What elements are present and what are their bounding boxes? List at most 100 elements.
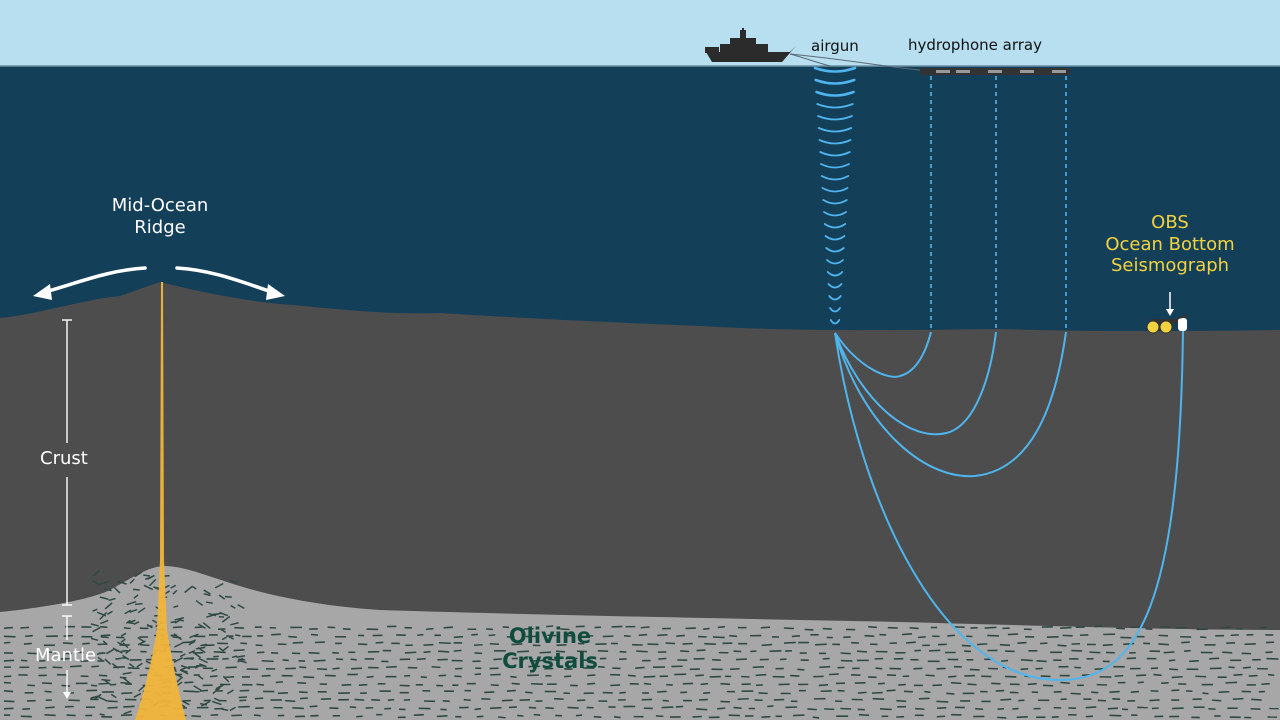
olivine-crystal bbox=[455, 668, 462, 669]
olivine-crystal bbox=[120, 683, 128, 684]
olivine-crystal bbox=[858, 709, 865, 710]
olivine-crystal bbox=[1169, 660, 1175, 661]
olivine-crystal bbox=[1184, 651, 1191, 652]
olivine-crystal bbox=[1243, 667, 1251, 668]
olivine-crystal bbox=[490, 708, 501, 709]
olivine-crystal bbox=[718, 627, 725, 628]
olivine-crystal bbox=[750, 651, 756, 652]
olivine-crystal bbox=[1103, 645, 1113, 646]
olivine-crystal bbox=[663, 700, 669, 701]
olivine-crystal bbox=[464, 700, 471, 701]
mid-ocean-ridge-line-2: Ridge bbox=[95, 217, 225, 239]
olivine-crystal bbox=[421, 677, 427, 678]
olivine-crystal bbox=[1001, 661, 1008, 662]
obs-label-line-2: Ocean Bottom bbox=[1095, 234, 1245, 256]
olivine-crystal bbox=[924, 692, 930, 693]
olivine-crystal bbox=[443, 701, 450, 702]
olivine-crystal bbox=[1110, 715, 1122, 716]
olivine-crystal bbox=[300, 698, 308, 699]
olivine-crystal bbox=[657, 635, 667, 636]
olivine-crystal bbox=[1037, 661, 1047, 662]
olivine-crystal bbox=[454, 676, 461, 677]
olivine-crystal bbox=[143, 575, 150, 576]
olivine-crystal bbox=[819, 667, 830, 668]
olivine-crystal bbox=[82, 643, 89, 644]
olivine-label-line-1: Olivine bbox=[480, 624, 620, 649]
olivine-crystal bbox=[929, 650, 940, 651]
olivine-crystal bbox=[819, 685, 828, 686]
olivine-crystal bbox=[454, 637, 463, 638]
olivine-crystal bbox=[1057, 645, 1066, 646]
olivine-label-line-2: Crystals bbox=[480, 649, 620, 674]
olivine-crystal bbox=[332, 668, 339, 669]
olivine-crystal bbox=[1115, 676, 1124, 677]
olivine-crystal bbox=[975, 709, 983, 710]
olivine-crystal bbox=[918, 637, 926, 638]
olivine-crystal bbox=[1123, 644, 1134, 645]
olivine-crystal bbox=[183, 691, 195, 692]
olivine-crystal bbox=[713, 637, 725, 638]
olivine-crystal bbox=[762, 645, 772, 646]
olivine-crystal bbox=[1181, 642, 1190, 643]
olivine-crystal bbox=[641, 627, 650, 628]
olivine-crystal bbox=[107, 707, 117, 708]
olivine-crystal bbox=[951, 683, 961, 684]
olivine-crystal bbox=[761, 627, 770, 628]
olivine-crystal bbox=[1233, 699, 1244, 700]
olivine-crystal bbox=[239, 697, 247, 698]
olivine-crystal bbox=[113, 667, 125, 668]
olivine-crystal bbox=[1095, 626, 1103, 627]
olivine-crystal bbox=[948, 676, 956, 677]
olivine-crystal bbox=[644, 676, 656, 677]
olivine-crystal bbox=[736, 659, 747, 660]
olivine-crystal bbox=[1000, 699, 1011, 700]
olivine-crystal bbox=[1195, 676, 1206, 677]
olivine-crystal bbox=[343, 629, 351, 630]
olivine-crystal bbox=[1212, 700, 1221, 701]
olivine-crystal bbox=[857, 651, 867, 652]
olivine-crystal bbox=[793, 715, 805, 716]
olivine-crystal bbox=[614, 717, 621, 718]
olivine-crystal bbox=[936, 701, 948, 702]
olivine-crystal bbox=[359, 685, 367, 686]
olivine-crystal bbox=[902, 634, 912, 635]
olivine-crystal bbox=[386, 667, 397, 668]
olivine-crystal bbox=[1251, 699, 1261, 700]
olivine-crystal bbox=[4, 691, 13, 692]
olivine-crystal bbox=[222, 659, 228, 660]
olivine-crystal bbox=[1146, 629, 1153, 630]
olivine-crystal bbox=[1208, 709, 1215, 710]
olivine-crystal bbox=[498, 717, 505, 718]
olivine-crystal bbox=[25, 636, 33, 637]
olivine-crystal bbox=[310, 706, 318, 707]
olivine-crystal bbox=[285, 701, 295, 702]
olivine-crystal bbox=[239, 700, 246, 701]
olivine-crystal bbox=[985, 627, 997, 628]
olivine-crystal bbox=[657, 691, 667, 692]
olivine-crystal bbox=[256, 684, 263, 685]
olivine-crystal bbox=[45, 691, 52, 692]
olivine-crystal bbox=[576, 715, 582, 716]
olivine-crystal bbox=[996, 691, 1004, 692]
sky bbox=[0, 0, 1280, 70]
olivine-crystal bbox=[439, 675, 446, 676]
olivine-crystal bbox=[701, 684, 708, 685]
olivine-crystal bbox=[1071, 693, 1081, 694]
olivine-crystal bbox=[1021, 669, 1029, 670]
obs-label-line-3: Seismograph bbox=[1095, 255, 1245, 277]
olivine-crystal bbox=[797, 669, 804, 670]
olivine-crystal bbox=[61, 685, 70, 686]
olivine-crystal bbox=[767, 706, 773, 707]
olivine-crystal bbox=[517, 715, 523, 716]
crust-label: Crust bbox=[40, 448, 88, 470]
olivine-crystal bbox=[417, 635, 423, 636]
olivine-crystal bbox=[873, 699, 884, 700]
olivine-crystal bbox=[20, 627, 29, 628]
mid-ocean-ridge-line-1: Mid-Ocean bbox=[95, 195, 225, 217]
olivine-crystal bbox=[887, 690, 896, 691]
olivine-crystal bbox=[567, 707, 578, 708]
olivine-crystal bbox=[424, 652, 431, 653]
olivine-crystal bbox=[720, 701, 729, 702]
olivine-crystal bbox=[288, 637, 297, 638]
